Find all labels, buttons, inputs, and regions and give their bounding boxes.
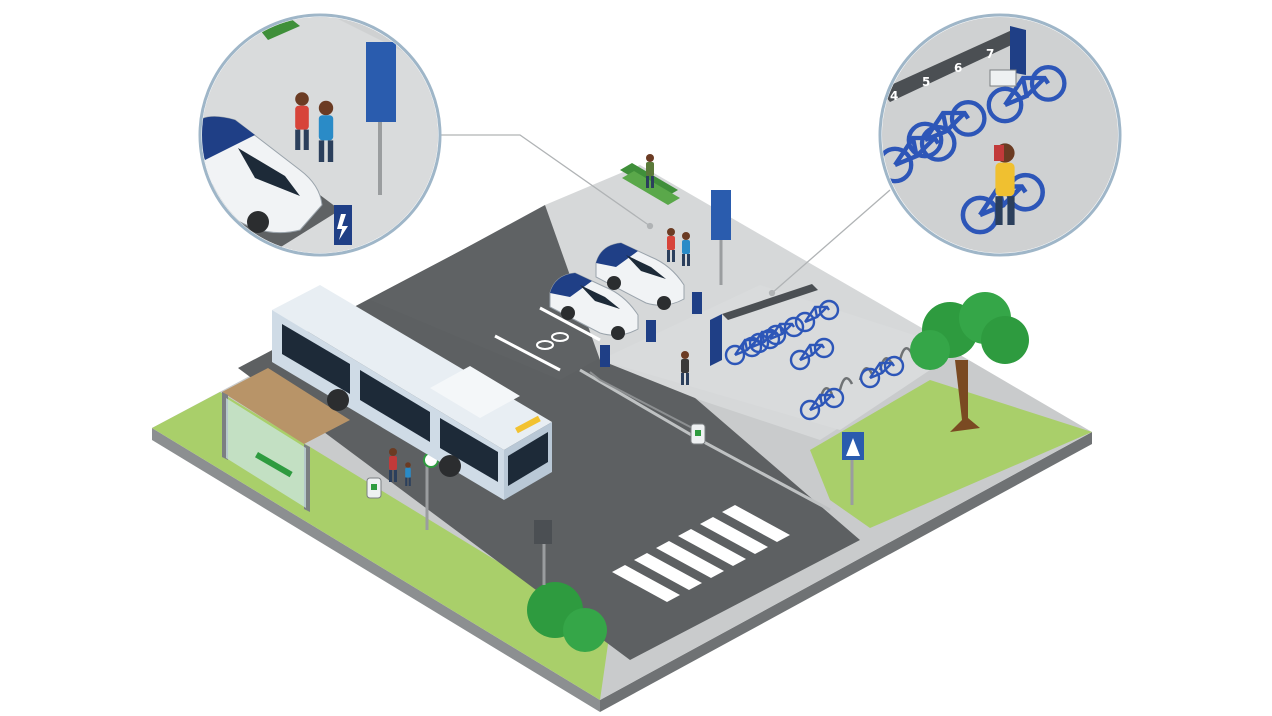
fence — [589, 371, 701, 433]
bush-icon — [527, 582, 607, 652]
trash-bin-icon — [690, 423, 706, 445]
dock-slot-number: 5 — [922, 75, 930, 89]
charging-station-icon — [600, 292, 702, 367]
pedestrian-crossing — [612, 505, 790, 602]
dock-slot-number: 7 — [986, 47, 994, 61]
trash-bin-icon — [366, 477, 382, 499]
slab-left-edge — [152, 428, 600, 712]
callout-lines — [438, 134, 891, 297]
car-icon — [595, 242, 685, 310]
road-markings — [494, 306, 601, 372]
magnifier-callout-icon: 4 5 6 7 — [878, 13, 1122, 257]
info-sign-icon — [711, 190, 731, 285]
bike-plaza — [600, 285, 960, 430]
street-sign-icon — [534, 520, 552, 585]
bus-icon — [272, 285, 552, 500]
car-icon — [549, 272, 639, 340]
bike-dock-icon — [710, 284, 818, 366]
bus-stop-shelter-icon — [222, 368, 350, 512]
grass-corner-right — [810, 380, 1092, 528]
magnifier-callout-icon — [198, 13, 442, 257]
slab-right-edge — [600, 432, 1092, 712]
dock-slot-number: 4 — [890, 89, 898, 103]
dock-slot-number: 6 — [954, 61, 962, 75]
parking-bike-symbol — [536, 332, 569, 350]
pedestrian-crossing-sign-icon — [842, 432, 864, 505]
tree-icon — [910, 292, 1029, 432]
